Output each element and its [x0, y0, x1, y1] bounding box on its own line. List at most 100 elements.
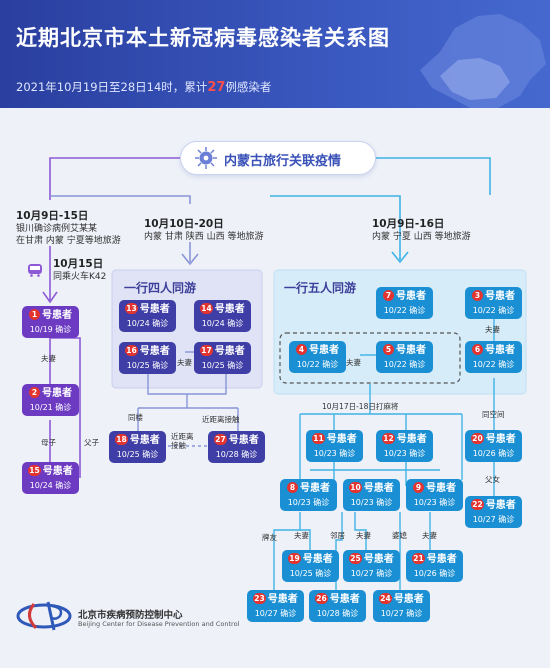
diagnosis-date: 10/22 — [472, 360, 496, 369]
patient-card-date: 10/21 确诊 — [22, 402, 79, 413]
page-title: 近期北京市本土新冠病毒感染者关系图 — [16, 26, 390, 50]
diagnosis-suffix: 确诊 — [152, 361, 169, 370]
relation-label: 近距离接触 — [171, 432, 194, 450]
patient-card-date: 10/28 确诊 — [309, 608, 366, 619]
patient-number-badge: 3 — [472, 290, 483, 301]
diagnosis-date: 10/22 — [383, 360, 407, 369]
patient-card-date: 10/22 确诊 — [289, 359, 346, 370]
diagnosis-date: 10/24 — [29, 481, 53, 490]
relation-label: 夫妻 — [356, 531, 371, 540]
patient-card-date: 10/19 确诊 — [22, 324, 79, 335]
diagnosis-suffix: 确诊 — [322, 360, 339, 369]
diagnosis-date: 10/26 — [472, 449, 496, 458]
patient-number-badge: 13 — [125, 303, 138, 314]
diagnosis-date: 10/27 — [254, 609, 278, 618]
patient-card-date: 10/24 确诊 — [194, 318, 251, 329]
relation-label: 夫妻 — [41, 354, 56, 363]
diagnosis-date: 10/28 — [316, 609, 340, 618]
diagnosis-suffix: 确诊 — [409, 449, 426, 458]
patient-number-badge: 5 — [383, 344, 394, 355]
patient-card-date: 10/25 确诊 — [282, 568, 339, 579]
header-banner — [0, 0, 550, 108]
patient-number-badge: 20 — [471, 433, 484, 444]
patient-label: 号患者 — [139, 304, 170, 315]
left-branch-desc1: 银川确诊病例艾某某 — [16, 224, 98, 234]
diagnosis-suffix: 确诊 — [439, 498, 456, 507]
case-count: 27 — [207, 80, 226, 95]
diagnosis-date: 10/23 — [313, 449, 337, 458]
patient-label: 号患者 — [396, 345, 426, 356]
relation-label: 父子 — [84, 438, 99, 447]
middle-branch-route: 内蒙 甘肃 陕西 山西 等地旅游 — [144, 232, 264, 242]
patient-card-date: 10/22 确诊 — [376, 305, 433, 316]
patient-number-badge: 9 — [413, 482, 424, 493]
group-four-title: 一行四人同游 — [124, 281, 197, 295]
patient-label: 号患者 — [393, 594, 424, 605]
train-icon — [27, 262, 43, 277]
patient-label: 号患者 — [228, 435, 259, 446]
diagnosis-suffix: 确诊 — [241, 450, 258, 459]
patient-label: 号患者 — [129, 435, 160, 446]
page-subtitle: 2021年10月19日至28日14时，累计27例感染者 — [16, 79, 271, 95]
diagnosis-date: 10/27 — [380, 609, 404, 618]
patient-label: 号患者 — [329, 594, 360, 605]
line-middle-branch — [50, 195, 191, 204]
diagnosis-date: 10/22 — [472, 306, 496, 315]
patient-number-badge: 7 — [383, 290, 394, 301]
patient-card-date: 10/24 确诊 — [22, 480, 79, 491]
patient-card-date: 10/25 确诊 — [194, 360, 251, 371]
relation-label: 同空间 — [482, 410, 505, 419]
patient-card-date: 10/24 确诊 — [119, 318, 176, 329]
patient-card-date: 10/27 确诊 — [247, 608, 304, 619]
logo-name-cn: 北京市疾病预防控制中心 — [78, 610, 183, 621]
diagnosis-date: 10/25 — [116, 450, 140, 459]
patient-label: 号患者 — [267, 594, 298, 605]
line-right-top — [376, 157, 491, 195]
patient-number-badge: 22 — [471, 499, 484, 510]
patient-label: 号患者 — [302, 554, 333, 565]
relation-label: 母子 — [41, 438, 56, 447]
diagnosis-suffix: 确诊 — [55, 403, 72, 412]
patient-card-date: 10/27 确诊 — [373, 608, 430, 619]
relation-label: 夫妻 — [346, 358, 361, 367]
diagnosis-date: 10/23 — [350, 498, 374, 507]
patient-label: 号患者 — [363, 483, 394, 494]
patient-label: 号患者 — [426, 483, 456, 494]
patient-label: 号患者 — [309, 345, 339, 356]
left-branch-desc2: 在甘肃 内蒙 宁夏等地旅游 — [16, 236, 121, 246]
logo-name-en: Beijing Center for Disease Prevention an… — [78, 620, 240, 628]
patient-number-badge: 18 — [115, 434, 128, 445]
relation-label: 夫妻 — [294, 531, 309, 540]
patient-label: 号患者 — [214, 304, 245, 315]
patient-number-badge: 14 — [200, 303, 213, 314]
diagnosis-date: 10/28 — [215, 450, 239, 459]
patient-number-badge: 1 — [29, 309, 40, 320]
diagnosis-date: 10/27 — [472, 515, 496, 524]
